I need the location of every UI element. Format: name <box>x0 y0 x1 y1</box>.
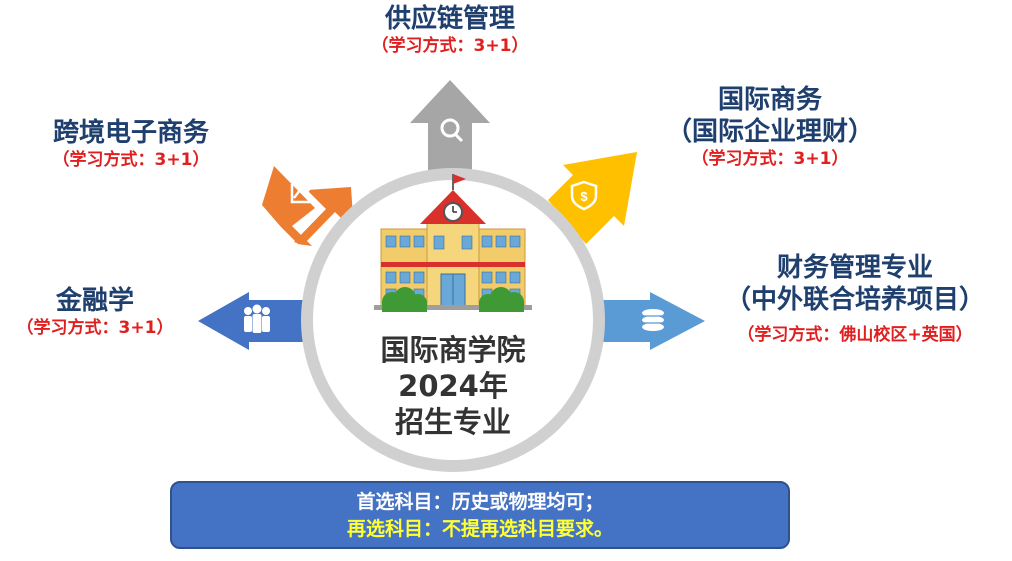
bush-right-icon <box>479 287 524 312</box>
major-finance: 金融学 （学习方式：3+1） <box>0 285 190 339</box>
center-title-line3: 招生专业 <box>394 405 511 439</box>
arrow-cross-border <box>262 166 354 246</box>
major-intl-business-name: 国际商务 <box>717 85 822 115</box>
people-icon <box>244 304 270 333</box>
major-supply-chain: 供应链管理 （学习方式：3+1） <box>330 3 570 57</box>
major-finance-mode: （学习方式：3+1） <box>16 318 174 338</box>
major-cross-border-name: 跨境电子商务 <box>52 118 209 148</box>
trend-chart-icon <box>290 184 314 204</box>
major-supply-chain-mode: （学习方式：3+1） <box>371 36 529 56</box>
center-title-line1: 国际商学院 <box>380 333 526 367</box>
school-building-icon <box>374 174 532 312</box>
requirements-banner: 首选科目：历史或物理均可； 再选科目：不提再选科目要求。 <box>170 481 790 549</box>
arrow-financial-mgmt <box>600 292 705 350</box>
major-financial-mgmt-name: 财务管理专业 <box>776 253 933 283</box>
major-intl-business-mode: （学习方式：3+1） <box>691 149 849 169</box>
center-title-line2: 2024年 <box>398 369 508 403</box>
major-cross-border: 跨境电子商务 （学习方式：3+1） <box>0 117 262 171</box>
major-finance-name: 金融学 <box>55 286 134 316</box>
major-intl-business-subname: （国际企业理财） <box>665 117 874 147</box>
major-financial-mgmt-subname: （中外联合培养项目） <box>724 285 985 315</box>
major-financial-mgmt-mode: （学习方式：佛山校区+英国） <box>737 325 973 345</box>
major-financial-mgmt: 财务管理专业 （中外联合培养项目） （学习方式：佛山校区+英国） <box>700 252 1010 346</box>
bush-left-icon <box>382 287 427 312</box>
svg-text:$: $ <box>580 189 588 204</box>
requirements-line2: 再选科目：不提再选科目要求。 <box>346 518 613 540</box>
center-title: 国际商学院 2024年 招生专业 <box>340 332 566 440</box>
search-chart-icon <box>440 118 464 143</box>
arrow-supply-chain <box>410 80 490 175</box>
major-cross-border-mode: （学习方式：3+1） <box>52 150 210 170</box>
major-intl-business: 国际商务 （国际企业理财） （学习方式：3+1） <box>620 84 920 170</box>
dollar-shield-icon: $ <box>570 180 598 211</box>
arrow-intl-business: $ <box>548 152 637 244</box>
major-supply-chain-name: 供应链管理 <box>384 4 515 34</box>
requirements-line1: 首选科目：历史或物理均可； <box>356 491 604 513</box>
coins-icon <box>642 309 664 331</box>
arrow-finance <box>198 292 305 350</box>
